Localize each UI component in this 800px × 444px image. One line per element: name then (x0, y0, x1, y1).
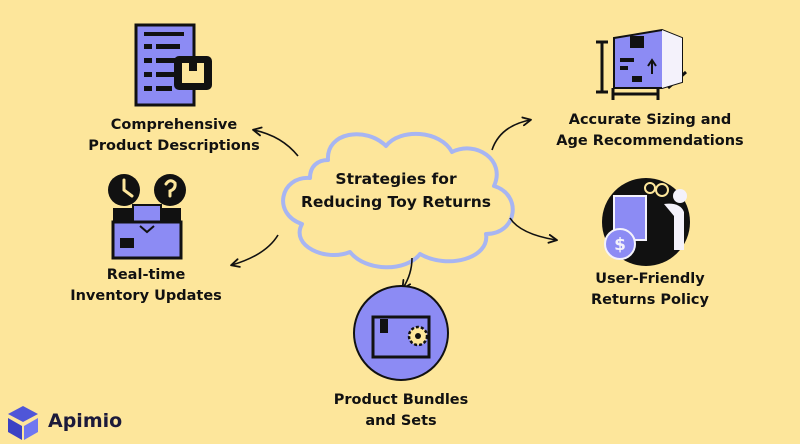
arrow-to-inventory (230, 234, 279, 268)
node-inventory-line-2: Inventory Updates (70, 288, 222, 304)
node-bundles-line-2: and Sets (365, 413, 437, 429)
node-descriptions-label: Comprehensive Product Descriptions (64, 115, 284, 157)
node-inventory-line-1: Real-time (106, 267, 186, 283)
node-returns-line-2: Returns Policy (591, 292, 709, 308)
node-returns-line-1: User-Friendly (595, 271, 705, 287)
node-returns-label: User-Friendly Returns Policy (550, 269, 750, 311)
person-dollar-icon: $ (602, 178, 690, 266)
center-line-1: Strategies for (335, 170, 457, 188)
svg-text:$: $ (614, 235, 626, 255)
center-line-2: Reducing Toy Returns (300, 193, 492, 211)
center-cloud (281, 132, 515, 270)
brand-logo-spacer (6, 404, 40, 438)
node-bundles-line-1: Product Bundles (333, 392, 469, 408)
gear-box-icon (353, 285, 449, 381)
arrow-to-sizing (491, 116, 532, 151)
node-bundles-label: Product Bundles and Sets (306, 390, 496, 432)
brand: Apimio (6, 404, 122, 438)
measured-box-icon (596, 28, 687, 100)
brand-name: Apimio (48, 410, 123, 432)
document-box-icon (134, 23, 212, 107)
node-sizing-line-2: Age Recommendations (556, 133, 744, 149)
center-label: Strategies for Reducing Toy Returns (296, 168, 496, 214)
node-sizing-label: Accurate Sizing and Age Recommendations (530, 110, 770, 152)
clock-inventory-icon (108, 174, 186, 260)
node-sizing-line-1: Accurate Sizing and (568, 112, 732, 128)
node-descriptions-line-1: Comprehensive (110, 117, 238, 133)
node-inventory-label: Real-time Inventory Updates (46, 265, 246, 307)
arrow-to-returns (509, 217, 558, 244)
arrow-to-descriptions (252, 126, 299, 157)
node-descriptions-line-2: Product Descriptions (88, 138, 260, 154)
apimio-logo-icon (8, 406, 38, 440)
